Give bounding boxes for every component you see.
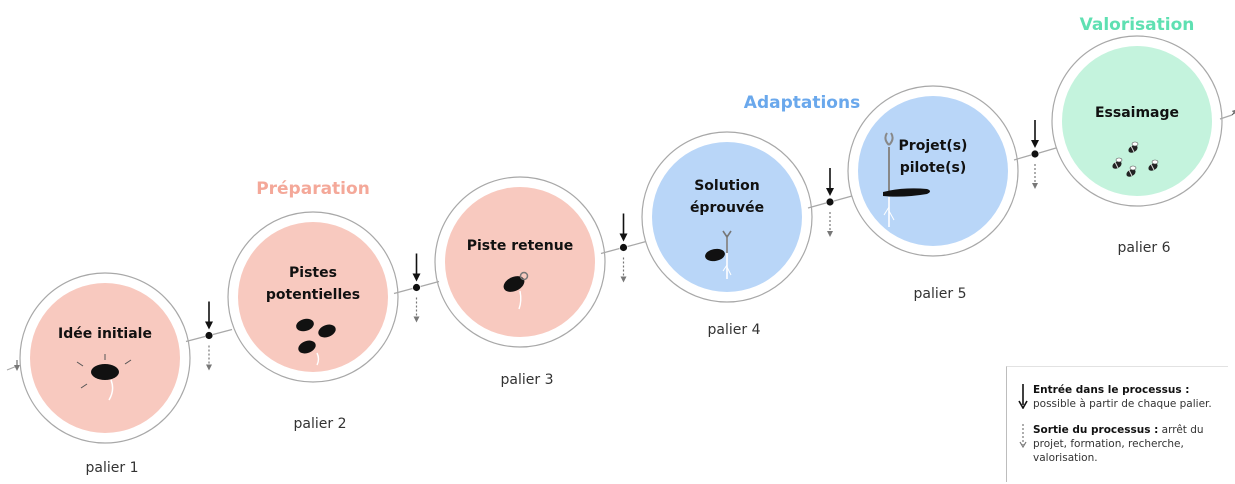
legend-entry-text: Entrée dans le processus : possible à pa… [1033, 383, 1222, 411]
step-5: Projet(s)pilote(s) palier 5 [847, 85, 1019, 302]
step-ring [1051, 35, 1223, 207]
phase-titles: Préparation Adaptations Valorisation [256, 15, 1194, 199]
seeds-icon [296, 318, 336, 366]
step-label: palier 3 [501, 372, 554, 388]
entry-arrow-icon [1018, 384, 1028, 409]
plant-icon [883, 132, 930, 227]
connector-node [412, 283, 421, 292]
step-ring [434, 176, 606, 348]
exit-arrow-icon [1231, 108, 1235, 116]
seed-icon [76, 354, 132, 401]
bee-icon [1126, 165, 1137, 177]
step-ring [227, 211, 399, 383]
connector-node [1031, 150, 1039, 158]
step-ring [847, 85, 1019, 257]
exit-arrow-icon [1019, 424, 1027, 449]
sprouting-seed-icon [503, 271, 529, 310]
bee-icon [1128, 141, 1139, 153]
step-ring [641, 131, 813, 303]
step-label: palier 4 [708, 322, 761, 338]
step-label: palier 5 [914, 286, 967, 302]
step-3: Piste retenue palier 3 [434, 176, 606, 388]
step-circle [445, 187, 595, 337]
legend: Entrée dans le processus : possible à pa… [1006, 366, 1228, 482]
phase-title-preparation: Préparation [256, 179, 370, 199]
step-title: Essaimage [1095, 105, 1179, 121]
step-circle [238, 222, 388, 372]
legend-exit-text: Sortie du processus : arrêt du projet, f… [1033, 423, 1222, 465]
legend-exit-description: arrêt du projet, formation, recherche, v… [1033, 424, 1204, 464]
step-ring [19, 272, 191, 444]
connector-node [619, 243, 628, 252]
step-label: palier 6 [1118, 240, 1171, 256]
connector-1 [185, 301, 233, 371]
step-title: Idée initiale [58, 326, 152, 342]
step-label: palier 2 [294, 416, 347, 432]
phase-title-valorisation: Valorisation [1080, 15, 1195, 35]
legend-entry-title: Entrée dans le processus : [1033, 384, 1190, 396]
bees-icon [1112, 141, 1159, 177]
step-circle [858, 96, 1008, 246]
connector-4 [807, 168, 853, 237]
connectors [6, 108, 1235, 371]
step-title: Projet(s)pilote(s) [899, 138, 968, 176]
seedling-icon [705, 230, 732, 279]
legend-exit: Sortie du processus : arrêt du projet, f… [1017, 423, 1222, 465]
step-6: Essaimage palier 6 [1051, 35, 1223, 256]
entry-line [6, 365, 18, 371]
phase-title-adaptations: Adaptations [744, 93, 860, 113]
connector-3 [600, 213, 647, 283]
connector-2 [393, 253, 440, 323]
step-circle [652, 142, 802, 292]
step-1: Idée initiale palier 1 [19, 272, 191, 476]
legend-entry: Entrée dans le processus : possible à pa… [1017, 383, 1222, 411]
connector-node [826, 198, 834, 206]
legend-exit-title: Sortie du processus : [1033, 424, 1159, 436]
bee-icon [1112, 157, 1123, 169]
step-title: Piste retenue [467, 238, 573, 254]
legend-entry-description: possible à partir de chaque palier. [1033, 398, 1212, 410]
bee-icon [1148, 159, 1159, 171]
connector-node [205, 331, 213, 340]
step-label: palier 1 [86, 460, 139, 476]
step-circle [1062, 46, 1212, 196]
connector-5 [1013, 120, 1057, 189]
